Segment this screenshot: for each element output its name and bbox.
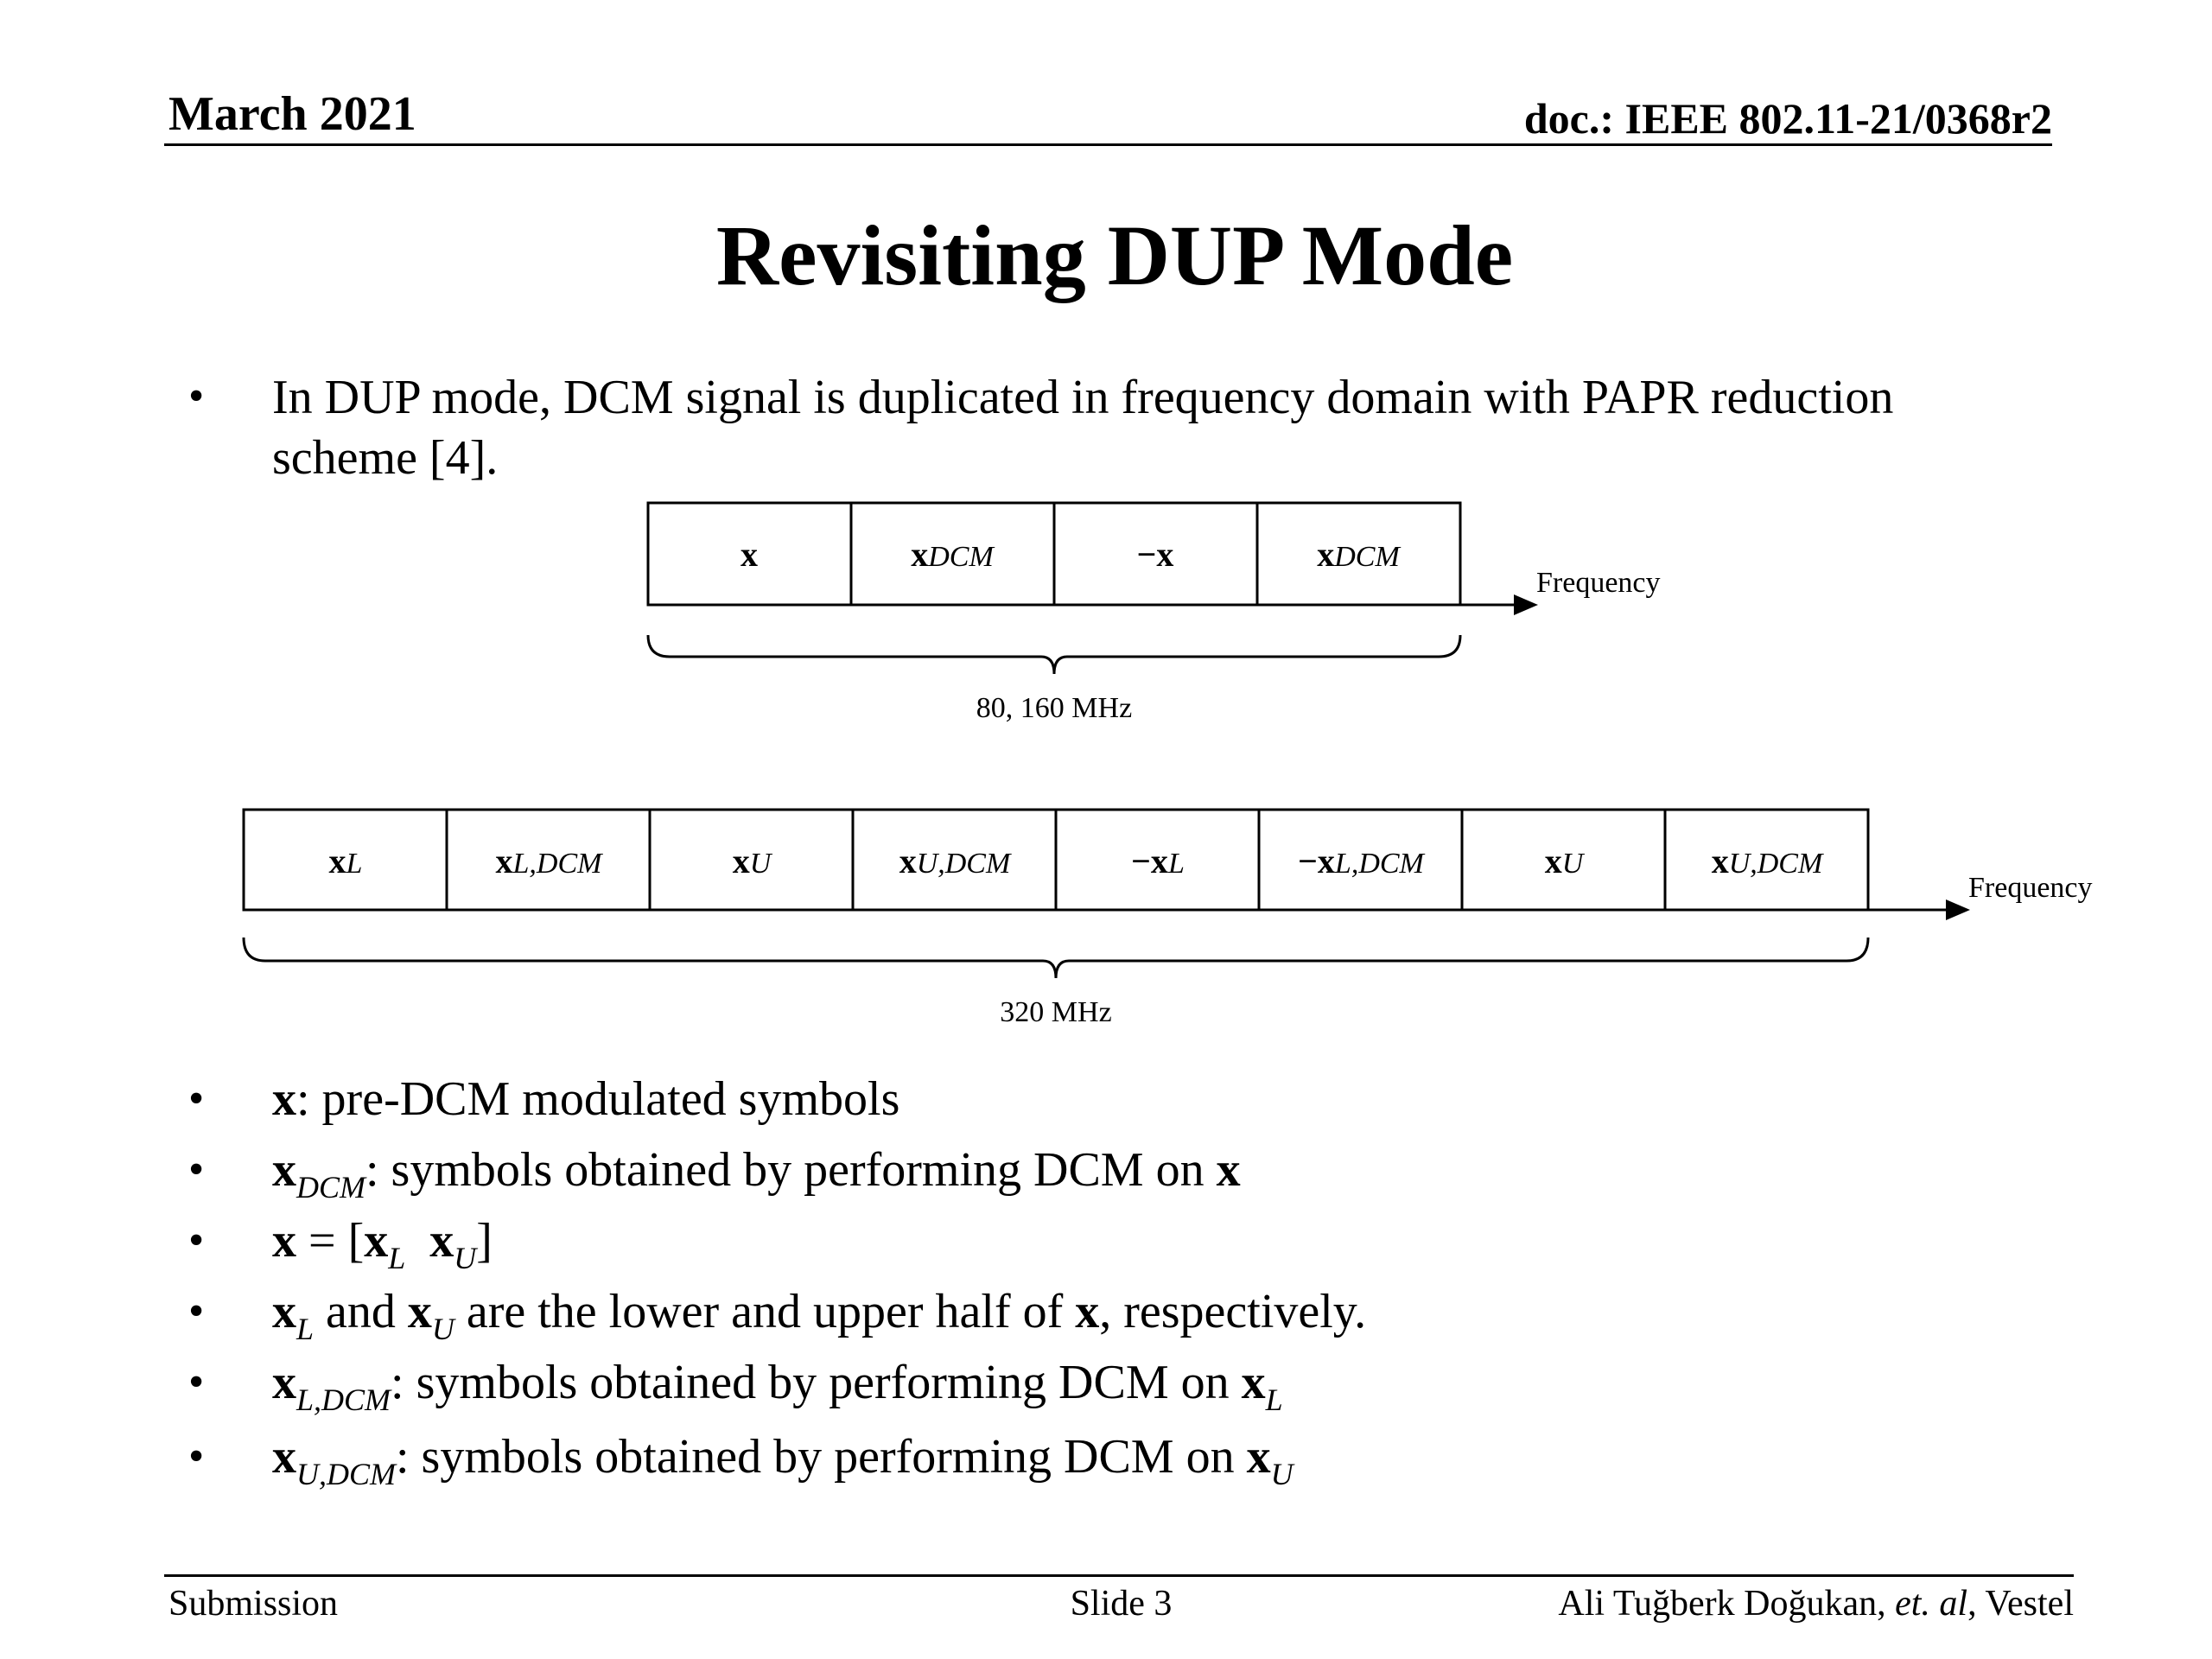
- definition-bullet: • xDCM: symbols obtained by performing D…: [0, 1141, 2212, 1203]
- bullet-dot: •: [188, 1287, 205, 1336]
- bandwidth-label: 80, 160 MHz: [976, 692, 1132, 724]
- block-neg-x: −x: [1137, 535, 1174, 574]
- bullet-dot: •: [188, 372, 205, 421]
- definition-bullet: • x: pre-DCM modulated symbols: [0, 1070, 2212, 1130]
- frequency-arrow-icon: [1946, 899, 1970, 920]
- block-neg-x-l-dcm: −xL,DCM: [1298, 842, 1425, 880]
- frequency-label: Frequency: [1536, 567, 1661, 599]
- block-x-dcm: xDCM: [911, 535, 995, 574]
- diagram-320: xL xL,DCM xU xU,DCM −xL −xL,DCM xU xU,DC…: [242, 808, 2093, 1028]
- bullet-dot: •: [188, 1074, 205, 1123]
- footer-author: Ali Tuğberk Doğukan, et. al, Vestel: [1558, 1584, 2074, 1624]
- definition-bullet: • xL,DCM: symbols obtained by performing…: [0, 1353, 2212, 1415]
- block-x-u-dcm: xU,DCM: [899, 842, 1012, 880]
- block-x-u: xU: [733, 842, 773, 880]
- bullet-dot: •: [188, 1357, 205, 1407]
- footer-slide-number: Slide 3: [1070, 1584, 1173, 1624]
- footer-divider: [164, 1574, 2074, 1577]
- definition-bullet: • xU,DCM: symbols obtained by performing…: [0, 1427, 2212, 1490]
- block-x-u-dcm: xU,DCM: [1712, 842, 1824, 880]
- diagram-80-160: x xDCM −x xDCM Frequency 80, 160 MHz: [646, 501, 1661, 724]
- block-x-u: xU: [1545, 842, 1586, 880]
- frequency-label: Frequency: [1968, 872, 2093, 904]
- block-x-l: xL: [329, 842, 363, 880]
- header-divider: [164, 143, 2052, 146]
- slide-title: Revisiting DUP Mode: [715, 207, 1514, 303]
- intro-text: In DUP mode, DCM signal is duplicated in…: [272, 371, 1894, 485]
- bullet-dot: •: [188, 1432, 205, 1481]
- frequency-arrow-icon: [1514, 594, 1538, 615]
- header-doc-number: doc.: IEEE 802.11-21/0368r2: [1523, 94, 2052, 143]
- bandwidth-brace: [242, 937, 1870, 979]
- bullet-dot: •: [188, 1216, 205, 1265]
- bandwidth-brace: [646, 634, 1462, 675]
- bullet-dot: •: [188, 1145, 205, 1194]
- bandwidth-label: 320 MHz: [1000, 996, 1111, 1028]
- block-x-l-dcm: xL,DCM: [496, 842, 604, 880]
- definition-bullet: • x = [xL xU]: [0, 1211, 2212, 1274]
- header-date: March 2021: [168, 87, 416, 141]
- footer-submission: Submission: [168, 1584, 339, 1624]
- block-x: x: [741, 535, 758, 574]
- block-neg-x-l: −xL: [1131, 842, 1185, 880]
- definition-bullet: • xL and xU are the lower and upper half…: [0, 1282, 2212, 1344]
- block-x-dcm: xDCM: [1317, 535, 1401, 574]
